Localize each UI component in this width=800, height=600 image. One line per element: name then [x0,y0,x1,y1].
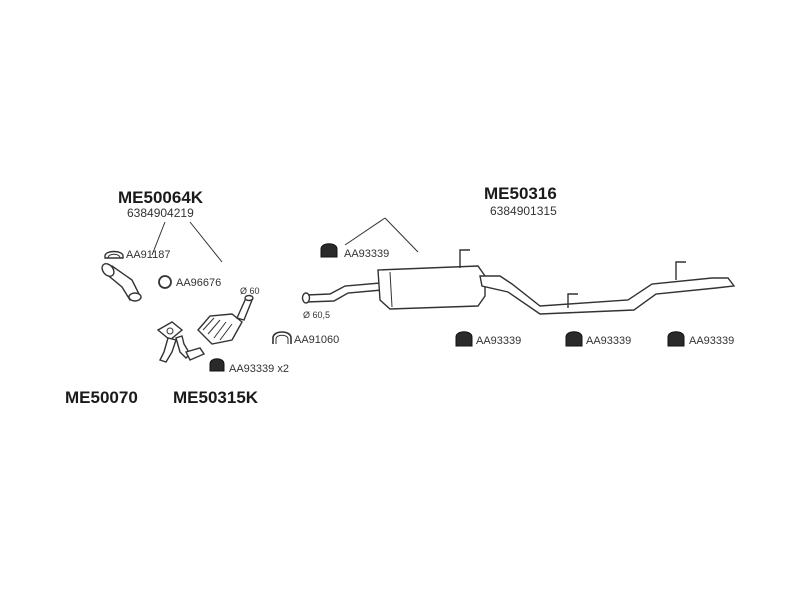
mount-rear-2-part [565,331,583,347]
mount-cat-part [209,358,225,372]
part-label-mount-rear-1: AA93339 [476,335,522,347]
mount-top-part [320,243,338,258]
catalytic-converter-part [197,294,254,345]
front-elbow-part [101,263,142,302]
group-code-me50316: 6384901315 [490,204,557,218]
clamp-mid-part [272,331,292,344]
group-title-me50064k: ME50064K [118,188,204,207]
group-title-me50316: ME50316 [484,184,557,203]
part-label-mount-rear-2: AA93339 [586,335,632,347]
group-title-me50070: ME50070 [65,388,138,407]
part-label-mount-cat: AA93339 x2 [229,363,289,375]
diameter-label-cat-outlet: Ø 60 [240,286,260,296]
part-label-clamp-front: AA91187 [126,249,171,261]
diameter-label-rear-inlet: Ø 60,5 [303,310,331,320]
rear-silencer-part [301,249,736,315]
front-downpipe-part [156,321,206,363]
part-label-mount-rear-3: AA93339 [689,335,735,347]
leader-line-clamp [151,221,166,256]
part-label-clamp-mid: AA91060 [294,334,340,346]
group-title-me50315k: ME50315K [173,388,259,407]
mount-rear-3-part [667,331,685,347]
group-code-me50064k: 6384904219 [127,206,194,220]
leader-line-muffler [384,217,419,253]
leader-line-gasket [189,221,223,263]
clamp-front-part [104,250,124,259]
mount-rear-1-part [455,331,473,347]
part-label-gasket: AA96676 [176,277,222,289]
leader-line-mount-top [344,217,386,246]
part-label-mount-top: AA93339 [344,248,390,260]
gasket-ring-part [158,275,172,289]
